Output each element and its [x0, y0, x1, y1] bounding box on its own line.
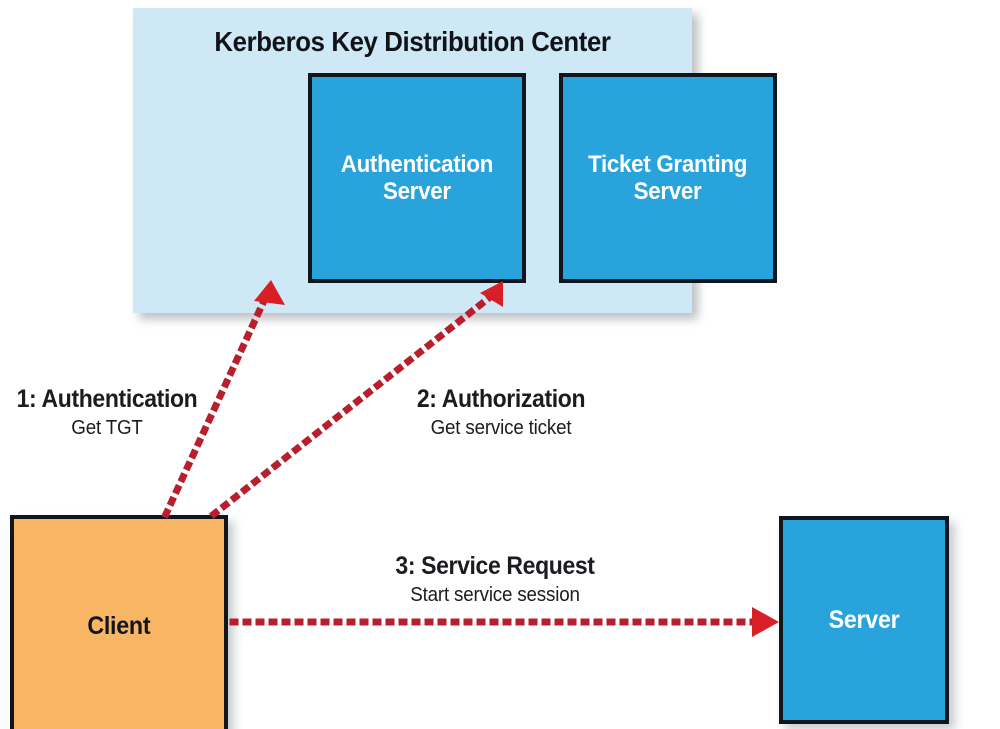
server-box[interactable]: Server	[779, 516, 949, 724]
ticket-granting-server-label-line1: Ticket Granting	[588, 150, 748, 178]
step-2-subtitle: Get service ticket	[430, 417, 572, 439]
kdc-title: Kerberos Key Distribution Center	[214, 26, 611, 57]
step-1-caption: 1: Authentication Get TGT	[3, 385, 211, 440]
kdc-container: Kerberos Key Distribution Center Authent…	[133, 8, 777, 313]
authentication-server-label-line1: Authentication	[340, 150, 494, 178]
ticket-granting-server-label: Ticket Granting Server	[588, 151, 747, 205]
server-label: Server	[828, 605, 900, 634]
authentication-server-box[interactable]: Authentication Server	[308, 73, 526, 283]
authentication-server-label: Authentication Server	[340, 150, 494, 205]
ticket-granting-server-box[interactable]: Ticket Granting Server	[559, 73, 777, 283]
step-3-arrow-head	[752, 607, 779, 637]
client-box[interactable]: Client	[10, 515, 228, 729]
client-label: Client	[87, 611, 151, 640]
step-3-subtitle: Start service session	[410, 584, 580, 606]
step-2-caption: 2: Authorization Get service ticket	[401, 385, 601, 440]
step-1-title: 1: Authentication	[16, 385, 198, 413]
step-1-subtitle: Get TGT	[71, 417, 143, 439]
step-3-caption: 3: Service Request Start service session	[370, 552, 620, 607]
step-2-title: 2: Authorization	[416, 385, 586, 413]
authentication-server-label-line2: Server	[383, 178, 451, 205]
step-3-title: 3: Service Request	[395, 552, 595, 580]
step-3-arrow	[229, 607, 779, 637]
ticket-granting-server-label-line2: Server	[634, 178, 702, 205]
